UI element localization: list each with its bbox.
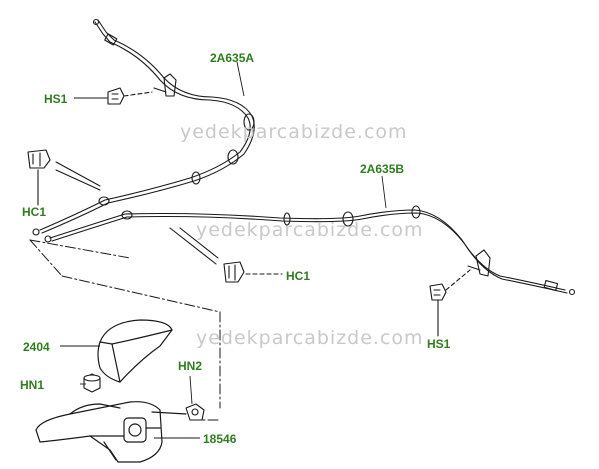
label-hn2: HN2 [178,359,203,373]
watermark-1: yedekparcabizde.com [180,121,408,143]
label-18546: 18546 [203,432,237,446]
label-2a635b: 2A635B [360,162,405,176]
label-hc1-mid: HC1 [286,269,311,283]
label-hs1-top: HS1 [44,92,68,106]
watermark-2: yedekparcabizde.com [196,219,424,241]
label-2a635a: 2A635A [210,51,255,65]
lever-18546 [35,401,187,463]
clip-hn2 [185,403,205,421]
screw-hs1-right [429,269,471,337]
cable-2a635b-fittings [44,205,576,296]
label-2404: 2404 [23,340,50,354]
cable-2a635a-fittings [32,18,255,236]
lever-cover-2404 [97,319,173,383]
leader-lines [60,61,387,439]
watermark-3: yedekparcabizde.com [196,327,424,349]
label-hn1: HN1 [20,378,45,392]
label-hs1-right: HS1 [427,337,451,351]
screw-hs1-top [107,87,153,105]
clip-hc1-left [27,149,101,206]
cable-2a635b [49,209,568,294]
clip-hc1-mid [169,227,283,283]
nut-hn1 [83,373,101,393]
label-hc1-left: HC1 [22,205,47,219]
